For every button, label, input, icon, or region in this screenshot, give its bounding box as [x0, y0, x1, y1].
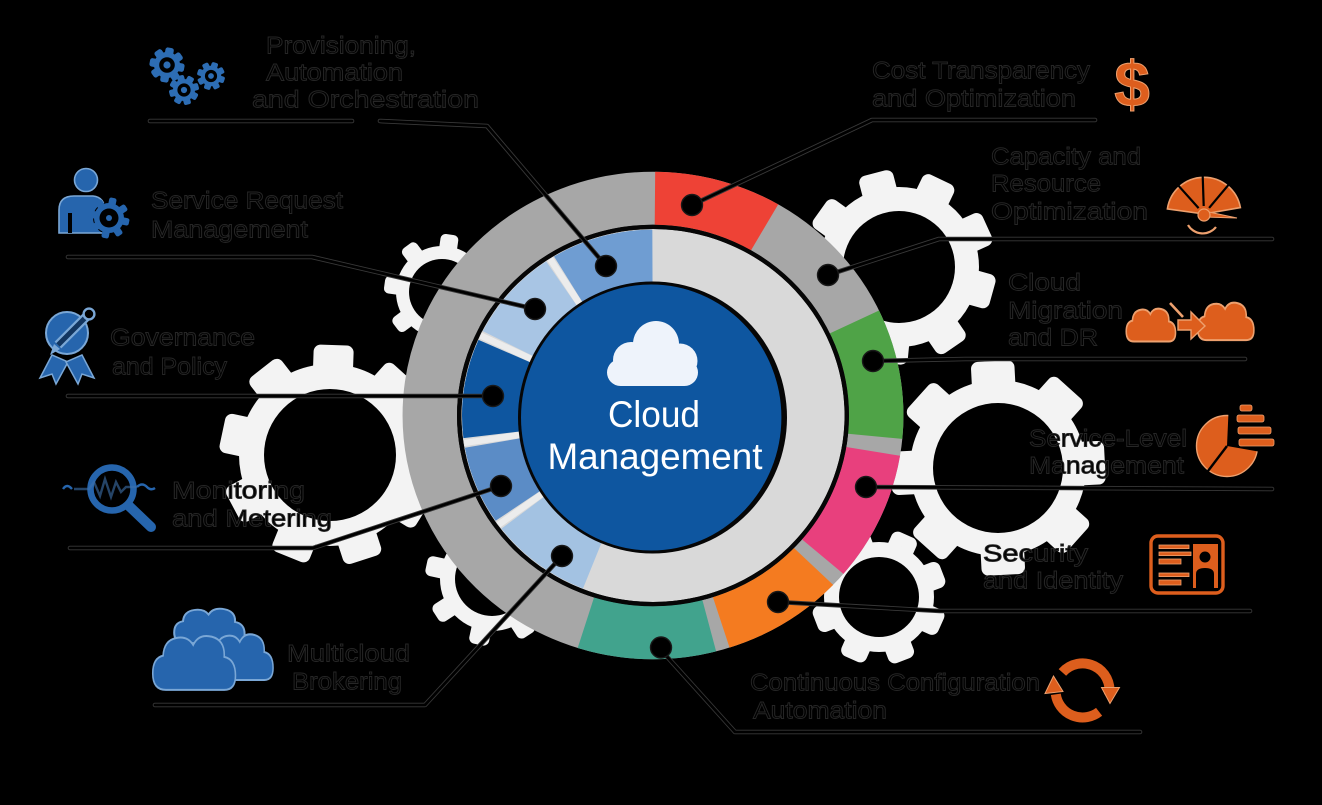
svg-text:Cost Transparency: Cost Transparency	[872, 58, 1090, 85]
svg-text:Optimization: Optimization	[991, 199, 1148, 226]
svg-text:Cloud: Cloud	[608, 394, 700, 435]
svg-text:Continuous Configuration: Continuous Configuration	[750, 670, 1040, 697]
svg-text:Brokering: Brokering	[292, 669, 402, 696]
svg-text:and Identity: and Identity	[983, 568, 1123, 595]
svg-text:and Orchestration: and Orchestration	[252, 87, 479, 114]
svg-text:Migration: Migration	[1008, 298, 1123, 325]
svg-text:Governance: Governance	[110, 325, 255, 352]
svg-text:Service-Level: Service-Level	[1029, 426, 1187, 453]
svg-text:Resource: Resource	[991, 171, 1101, 198]
svg-text:and Metering: and Metering	[172, 506, 332, 533]
svg-text:Automation: Automation	[266, 60, 403, 87]
svg-text:Security: Security	[983, 541, 1088, 568]
svg-text:Monitoring: Monitoring	[172, 478, 305, 505]
svg-text:Service Request: Service Request	[151, 188, 343, 215]
svg-text:Cloud: Cloud	[1008, 270, 1081, 297]
svg-text:Management: Management	[1029, 453, 1184, 480]
svg-text:Management: Management	[151, 217, 308, 244]
svg-text:Capacity and: Capacity and	[991, 144, 1141, 171]
svg-text:and Policy: and Policy	[112, 354, 227, 381]
svg-text:Provisioning,: Provisioning,	[266, 33, 416, 60]
svg-text:and DR: and DR	[1008, 325, 1098, 352]
svg-text:Management: Management	[548, 436, 764, 477]
svg-text:Automation: Automation	[753, 698, 887, 725]
svg-text:and Optimization: and Optimization	[872, 86, 1076, 113]
svg-text:$: $	[1114, 48, 1150, 120]
svg-text:Multicloud: Multicloud	[287, 641, 410, 668]
